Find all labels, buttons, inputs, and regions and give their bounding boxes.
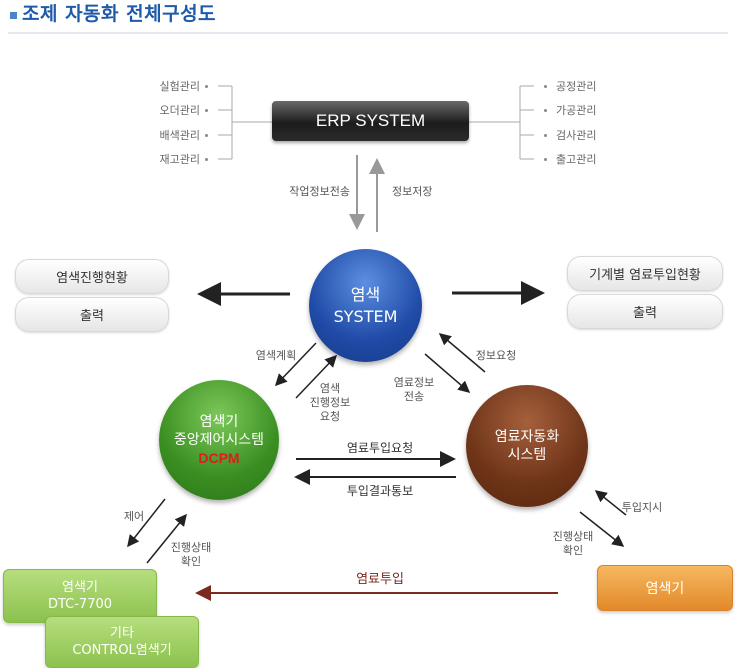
erp-right-item: 출고관리 <box>556 153 597 166</box>
bullet-icon <box>544 109 547 112</box>
arrow-auto-to-orange <box>579 511 625 547</box>
input-result-notice-label: 투입결과통보 <box>346 484 414 498</box>
bullet-icon <box>544 85 547 88</box>
dye-info-send-label: 염료정보 전송 <box>393 376 435 403</box>
dye-system-circle: 염색 SYSTEM <box>309 249 422 362</box>
dye-plan-label: 염색계획 <box>255 349 297 362</box>
work-info-send-label: 작업정보전송 <box>289 185 350 198</box>
info-save-label: 정보저장 <box>392 185 433 198</box>
erp-left-item: 배색관리 <box>159 129 200 142</box>
arrow-machine-to-dcpm <box>146 513 187 564</box>
arrow-auto-to-system <box>438 333 486 373</box>
erp-left-bracket <box>218 85 272 160</box>
dye-auto-system-circle: 염료자동화 시스템 <box>466 385 588 507</box>
info-request-label: 정보요청 <box>475 349 517 362</box>
dye-machine-orange-box: 염색기 <box>597 565 733 611</box>
bullet-icon <box>205 158 208 161</box>
erp-left-item: 오더관리 <box>159 104 200 117</box>
erp-left-item: 실험관리 <box>159 80 200 93</box>
control-label: 제어 <box>123 510 145 523</box>
input-instruct-label: 투입지시 <box>621 501 663 514</box>
dye-system-line2: SYSTEM <box>333 306 398 326</box>
bullet-icon <box>205 134 208 137</box>
title-bullet-icon <box>10 12 17 19</box>
erp-right-item: 공정관리 <box>556 80 597 93</box>
page-title: 조제 자동화 전체구성도 <box>22 3 217 25</box>
right-print-box: 출력 <box>567 294 723 329</box>
progress-check-left-label: 진행상태 확인 <box>170 541 212 568</box>
dye-input-label: 염료투입 <box>356 572 404 587</box>
bullet-icon <box>544 134 547 137</box>
bullet-icon <box>544 158 547 161</box>
erp-right-bracket <box>469 85 534 160</box>
dye-progress-status-box: 염색진행현황 <box>15 259 169 294</box>
dcpm-line2: 중앙제어시스템 <box>173 432 265 448</box>
other-control-dye-machine-box: 기타 CONTROL염색기 <box>45 616 199 668</box>
dcpm-line3: DCPM <box>198 450 240 466</box>
erp-right-item: 검사관리 <box>556 129 597 142</box>
erp-system-box: ERP SYSTEM <box>272 101 469 141</box>
bullet-icon <box>205 109 208 112</box>
erp-left-item: 재고관리 <box>159 153 200 166</box>
arrow-orange-to-auto <box>594 490 627 516</box>
left-print-box: 출력 <box>15 297 169 332</box>
arrow-dcpm-to-system <box>295 354 338 399</box>
dye-system-line1: 염색 <box>350 284 381 304</box>
arrow-system-to-dcpm <box>274 342 317 387</box>
arrow-system-to-auto <box>424 353 471 393</box>
dye-progress-request-label: 염색 진행정보 요청 <box>309 382 351 423</box>
auto-line2: 시스템 <box>507 447 547 463</box>
erp-right-item: 가공관리 <box>556 104 597 117</box>
progress-check-right-label: 진행상태 확인 <box>552 530 594 557</box>
arrow-dcpm-to-machine <box>127 498 166 548</box>
dcpm-line1: 염색기 <box>199 414 239 430</box>
bullet-icon <box>205 85 208 88</box>
dye-input-request-label: 염료투입요청 <box>346 441 414 455</box>
dcpm-circle: 염색기 중앙제어시스템 DCPM <box>159 380 279 500</box>
auto-line1: 염료자동화 <box>494 429 560 445</box>
machine-dye-input-status-box: 기계별 염료투입현황 <box>567 256 723 291</box>
dye-machine-dtc-box: 염색기 DTC-7700 <box>3 569 157 623</box>
title-divider <box>8 32 728 34</box>
